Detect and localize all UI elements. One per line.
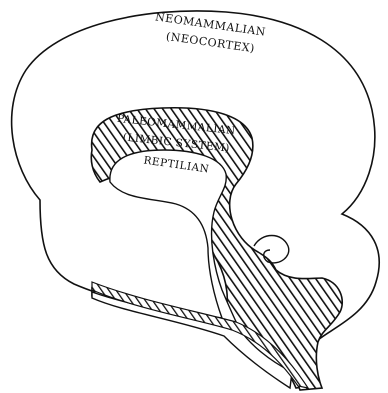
brain-illustration: NEOMAMMALIAN (NEOCORTEX) PALEOMAMMALIAN …	[0, 0, 388, 393]
triune-brain-diagram: NEOMAMMALIAN (NEOCORTEX) PALEOMAMMALIAN …	[0, 0, 388, 393]
